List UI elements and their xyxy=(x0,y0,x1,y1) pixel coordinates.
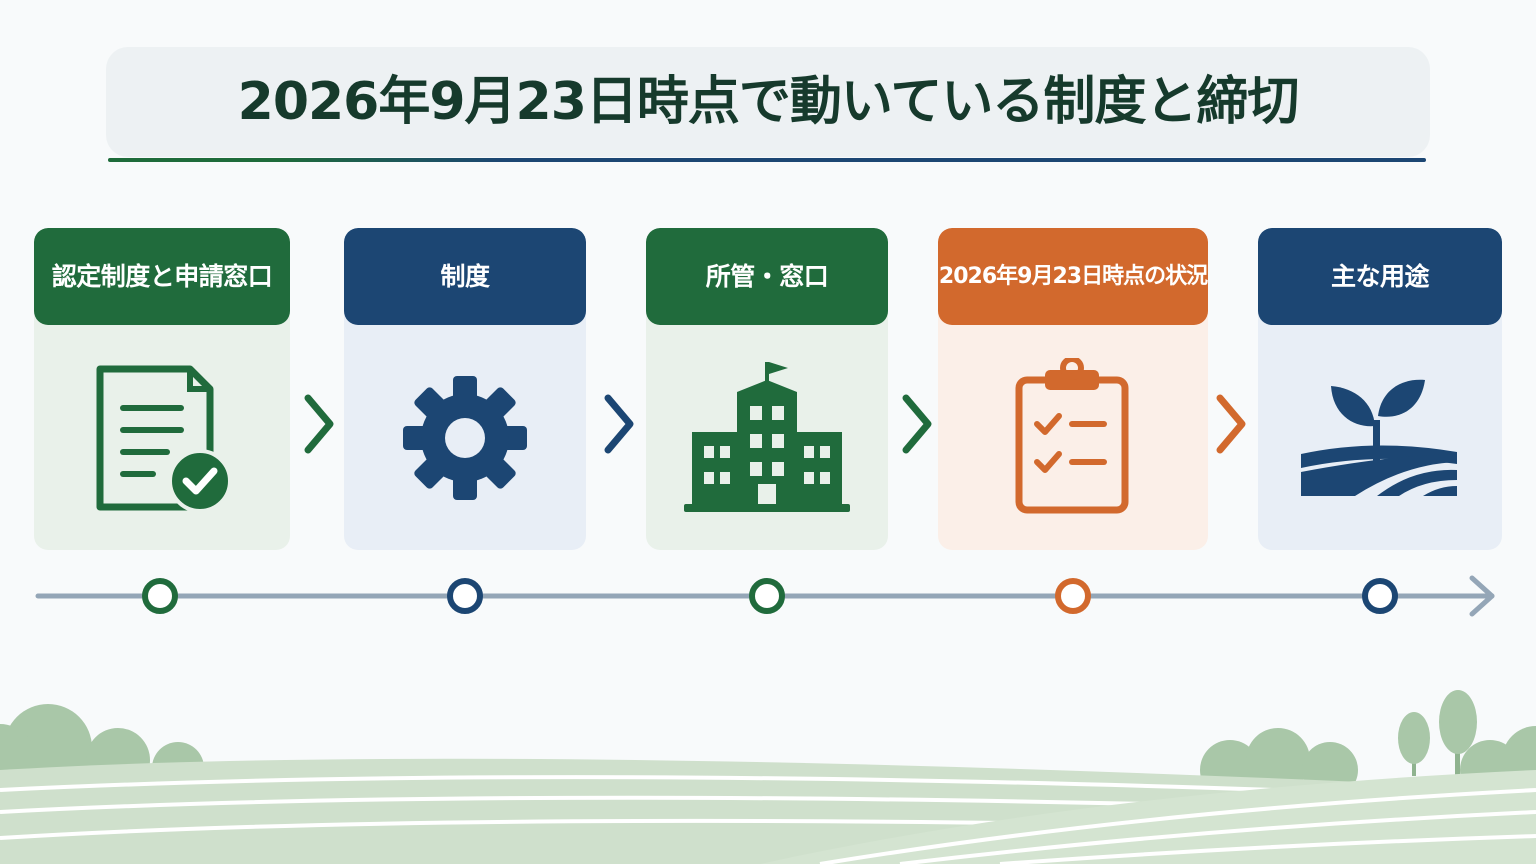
page-title: 2026年9月23日時点で動いている制度と締切 xyxy=(237,72,1300,132)
timeline-node-4 xyxy=(1055,578,1091,614)
chevron-right-icon xyxy=(902,394,932,454)
step-card-4: 2026年9月23日時点の状況 xyxy=(938,228,1208,550)
step-card-3-label: 所管・窓口 xyxy=(646,228,888,325)
arrow-head-icon xyxy=(1469,575,1495,617)
step-card-5: 主な用途 xyxy=(1258,228,1502,550)
timeline-node-2 xyxy=(447,578,483,614)
timeline-node-1 xyxy=(142,578,178,614)
chevron-right-icon xyxy=(304,394,334,454)
step-card-1: 認定制度と申請窓口 xyxy=(34,228,290,550)
chevron-right-icon xyxy=(1216,394,1246,454)
step-card-2: 制度 xyxy=(344,228,586,550)
title-banner: 2026年9月23日時点で動いている制度と締切 xyxy=(106,47,1430,157)
document-check-icon xyxy=(34,325,290,550)
step-card-3: 所管・窓口 xyxy=(646,228,888,550)
step-card-1-label: 認定制度と申請窓口 xyxy=(34,228,290,325)
timeline-node-3 xyxy=(749,578,785,614)
timeline xyxy=(35,575,1495,617)
government-building-icon xyxy=(646,325,888,550)
gear-icon xyxy=(344,325,586,550)
title-underline xyxy=(108,158,1426,162)
step-card-4-label: 2026年9月23日時点の状況 xyxy=(938,228,1208,325)
step-card-2-label: 制度 xyxy=(344,228,586,325)
timeline-node-5 xyxy=(1362,578,1398,614)
sprout-field-icon xyxy=(1258,325,1502,550)
step-card-5-label: 主な用途 xyxy=(1258,228,1502,325)
clipboard-checklist-icon xyxy=(938,325,1208,550)
trees-icon xyxy=(1398,690,1477,776)
chevron-right-icon xyxy=(604,394,634,454)
